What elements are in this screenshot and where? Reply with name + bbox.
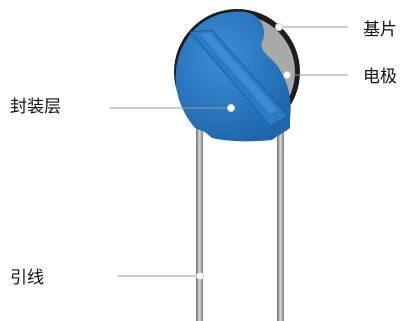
substrate-label: 基片 <box>363 20 397 40</box>
electrode-pointer-dot <box>283 71 291 79</box>
encapsulation-pointer-dot <box>227 104 235 112</box>
encapsulation-highlight <box>200 33 278 114</box>
substrate-pointer-dot <box>275 23 283 31</box>
lead-right <box>277 128 284 321</box>
electrode-label: 电极 <box>363 67 397 87</box>
lead-left <box>196 128 203 321</box>
encapsulation-label: 封装层 <box>10 97 61 117</box>
lead-label: 引线 <box>10 268 44 288</box>
lead-pointer-dot <box>196 272 204 280</box>
